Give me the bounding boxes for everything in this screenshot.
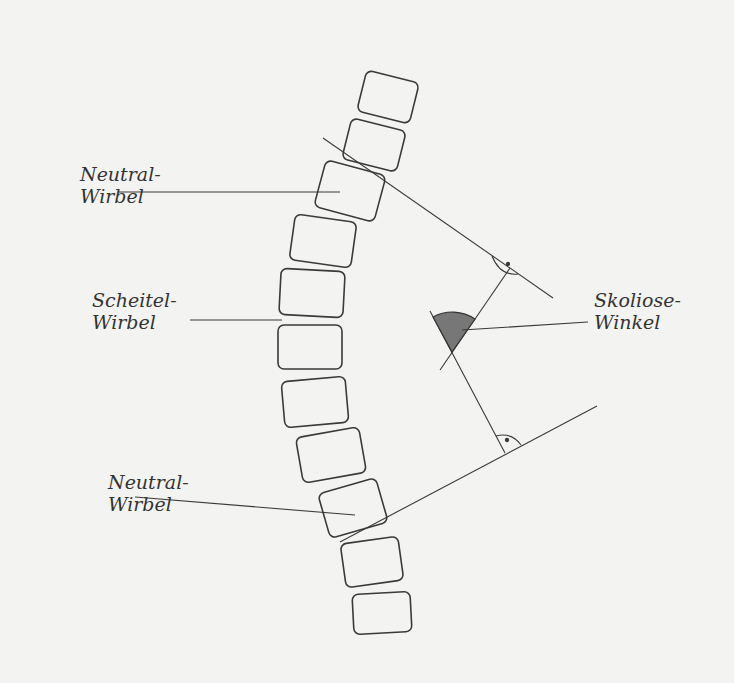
right-angle-dot — [506, 262, 509, 265]
vertebra-label: Neutral- Wirbel — [80, 164, 161, 208]
vertebra — [281, 376, 349, 427]
vertebra — [352, 592, 412, 635]
vertebra — [289, 214, 357, 268]
leader-line — [462, 322, 588, 330]
vertebra — [357, 70, 420, 124]
angle-label: Skoliose- Winkel — [594, 290, 681, 334]
vertebra-label: Neutral- Wirbel — [108, 472, 189, 516]
leader-line — [190, 319, 282, 320]
right-angle-dot — [505, 438, 508, 441]
vertebra — [279, 268, 345, 317]
vertebra-label: Scheitel- Wirbel — [92, 290, 177, 334]
vertebra — [340, 536, 404, 588]
vertebra — [295, 427, 366, 483]
vertebra — [278, 325, 342, 369]
vertebra — [318, 478, 388, 539]
right-angle-mark — [492, 256, 518, 274]
vertebra — [314, 160, 386, 222]
leader-line — [118, 191, 340, 192]
endplate-line — [323, 138, 553, 298]
vertebra — [342, 118, 406, 172]
endplate-line — [340, 406, 597, 542]
perpendicular-line — [430, 311, 505, 453]
right-angle-mark — [496, 435, 521, 445]
angle-wedge — [433, 312, 475, 352]
